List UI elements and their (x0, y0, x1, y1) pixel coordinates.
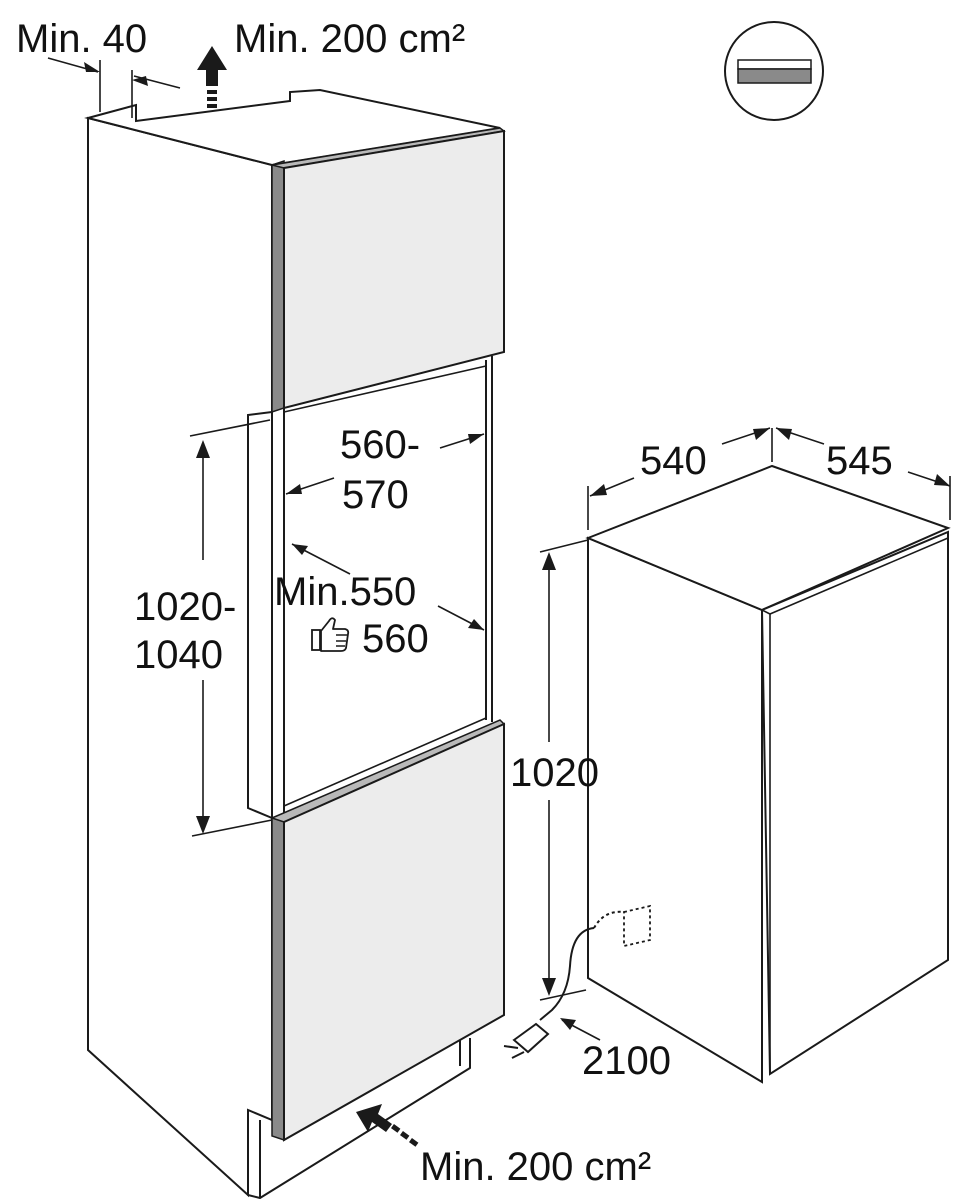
appliance-height-dimension: 1020 (510, 539, 599, 1001)
appliance-depth-label: 545 (826, 439, 893, 483)
upper-cabinet-door (271, 127, 506, 414)
niche-width-line1: 560- (340, 423, 420, 467)
vent-gap-dimension: Min. 40 (16, 17, 181, 118)
power-cable (539, 910, 625, 1021)
niche-height-line2: 1040 (134, 633, 223, 677)
wall-socket-icon (623, 904, 651, 948)
appliance-width-dimension: 540 (587, 427, 773, 530)
power-plug-icon (503, 1022, 550, 1059)
airflow-arrow-icon: Min. 200 cm² (356, 1104, 651, 1189)
appliance-depth-dimension: 545 (775, 427, 951, 520)
niche-height-line1: 1020- (134, 585, 236, 629)
lower-cabinet-door (269, 719, 506, 1142)
vent-area-bottom-label: Min. 200 cm² (420, 1145, 651, 1189)
niche-depth-recommended-label: 560 (362, 617, 429, 661)
cable-length-label: 2100 (582, 1039, 671, 1083)
appliance-width-label: 540 (640, 439, 707, 483)
niche-width-dimension: 560- 570 (285, 423, 485, 517)
flat-door-icon (724, 21, 824, 121)
niche-width-line2: 570 (342, 473, 409, 517)
niche-depth-min-label: Min.550 (274, 570, 416, 614)
vent-gap-label: Min. 40 (16, 17, 147, 61)
niche-height-dimension: 1020- 1040 (134, 419, 273, 837)
refrigerator-appliance (585, 464, 951, 1084)
appliance-height-label: 1020 (510, 751, 599, 795)
niche-interior (283, 365, 487, 807)
niche-depth-dimension: Min.550 560 (274, 543, 485, 661)
thumbs-up-icon (311, 617, 350, 652)
airflow-arrow-icon: Min. 200 cm² (197, 17, 465, 108)
vent-area-top-label: Min. 200 cm² (234, 17, 465, 61)
cable-length-dimension: 2100 (560, 1018, 671, 1083)
